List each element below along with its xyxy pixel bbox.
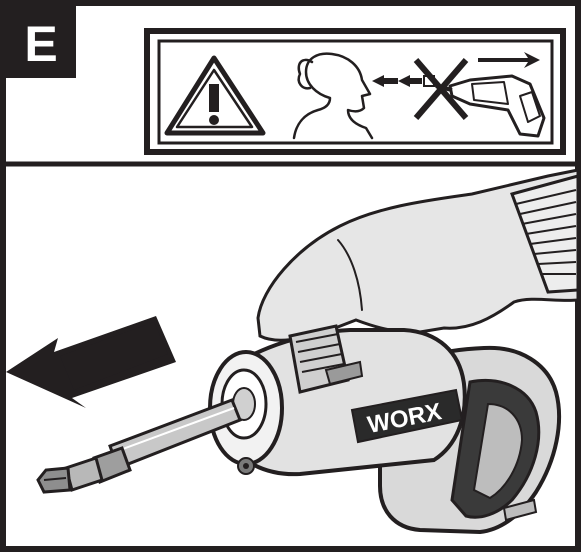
bit-holder	[38, 400, 240, 492]
warning-box	[147, 31, 563, 152]
gloved-hand	[258, 170, 578, 340]
panel-label-box: E	[6, 6, 76, 78]
main-illustration: WORX	[6, 170, 578, 532]
cordless-screwdriver: WORX	[210, 326, 559, 532]
panel-label: E	[24, 16, 57, 72]
large-left-arrow-icon	[6, 316, 176, 408]
